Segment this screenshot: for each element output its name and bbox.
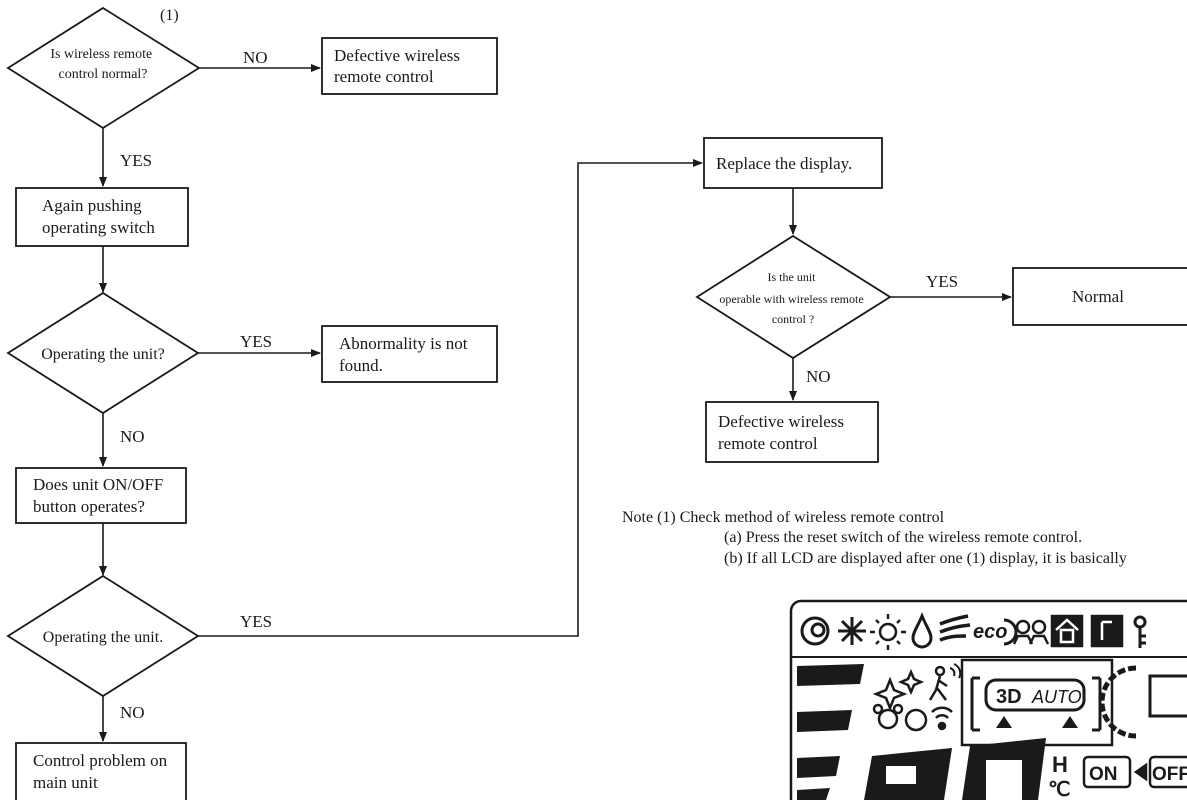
abnormality-label: Abnormality is not found. bbox=[339, 334, 472, 375]
note-line-1: Note (1) Check method of wireless remote… bbox=[622, 509, 945, 526]
d3-yes-label: YES bbox=[240, 612, 272, 631]
d1-no-label: NO bbox=[243, 48, 268, 67]
d1-yes-label: YES bbox=[120, 151, 152, 170]
decision-unit-operable-label: Is the unit operable with wireless remot… bbox=[719, 270, 866, 326]
note-marker: (1) bbox=[160, 7, 179, 24]
decision-unit-operable bbox=[695, 234, 892, 360]
again-pushing-label: Again pushing operating switch bbox=[42, 196, 155, 237]
replace-display-label: Replace the display. bbox=[716, 154, 852, 173]
decision-remote-normal-label: Is wireless remote control normal? bbox=[50, 47, 155, 82]
box-again-pushing bbox=[15, 187, 189, 247]
note-line-2: (a) Press the reset switch of the wirele… bbox=[724, 529, 1083, 546]
box-defective-remote-top bbox=[321, 37, 498, 95]
box-defective-remote-right bbox=[705, 401, 879, 463]
d3-no-label: NO bbox=[120, 703, 145, 722]
defective-top-label: Defective wireless remote control bbox=[334, 46, 464, 86]
d2-no-label: NO bbox=[120, 427, 145, 446]
box-normal bbox=[1012, 267, 1187, 326]
d4-no-label: NO bbox=[806, 367, 831, 386]
decision-operating-unit-2-label: Operating the unit. bbox=[43, 629, 163, 646]
d2-yes-label: YES bbox=[240, 332, 272, 351]
connector-d3-yes bbox=[198, 159, 703, 637]
note-line-3: (b) If all LCD are displayed after one (… bbox=[724, 550, 1127, 567]
defective-right-label: Defective wireless remote control bbox=[718, 412, 848, 453]
decision-operating-unit-2 bbox=[6, 574, 200, 698]
box-abnormality-not-found bbox=[321, 325, 498, 383]
box-onoff-button bbox=[15, 467, 187, 524]
decision-operating-unit-label: Operating the unit? bbox=[41, 346, 165, 363]
decision-operating-unit bbox=[6, 291, 200, 415]
d4-yes-label: YES bbox=[926, 272, 958, 291]
normal-label: Normal bbox=[1072, 287, 1124, 306]
box-replace-display bbox=[703, 137, 883, 189]
control-problem-label: Control problem on main unit bbox=[33, 751, 171, 792]
decision-remote-normal bbox=[6, 6, 201, 130]
box-control-problem bbox=[15, 742, 187, 800]
onoff-button-label: Does unit ON/OFF button operates? bbox=[33, 475, 168, 516]
